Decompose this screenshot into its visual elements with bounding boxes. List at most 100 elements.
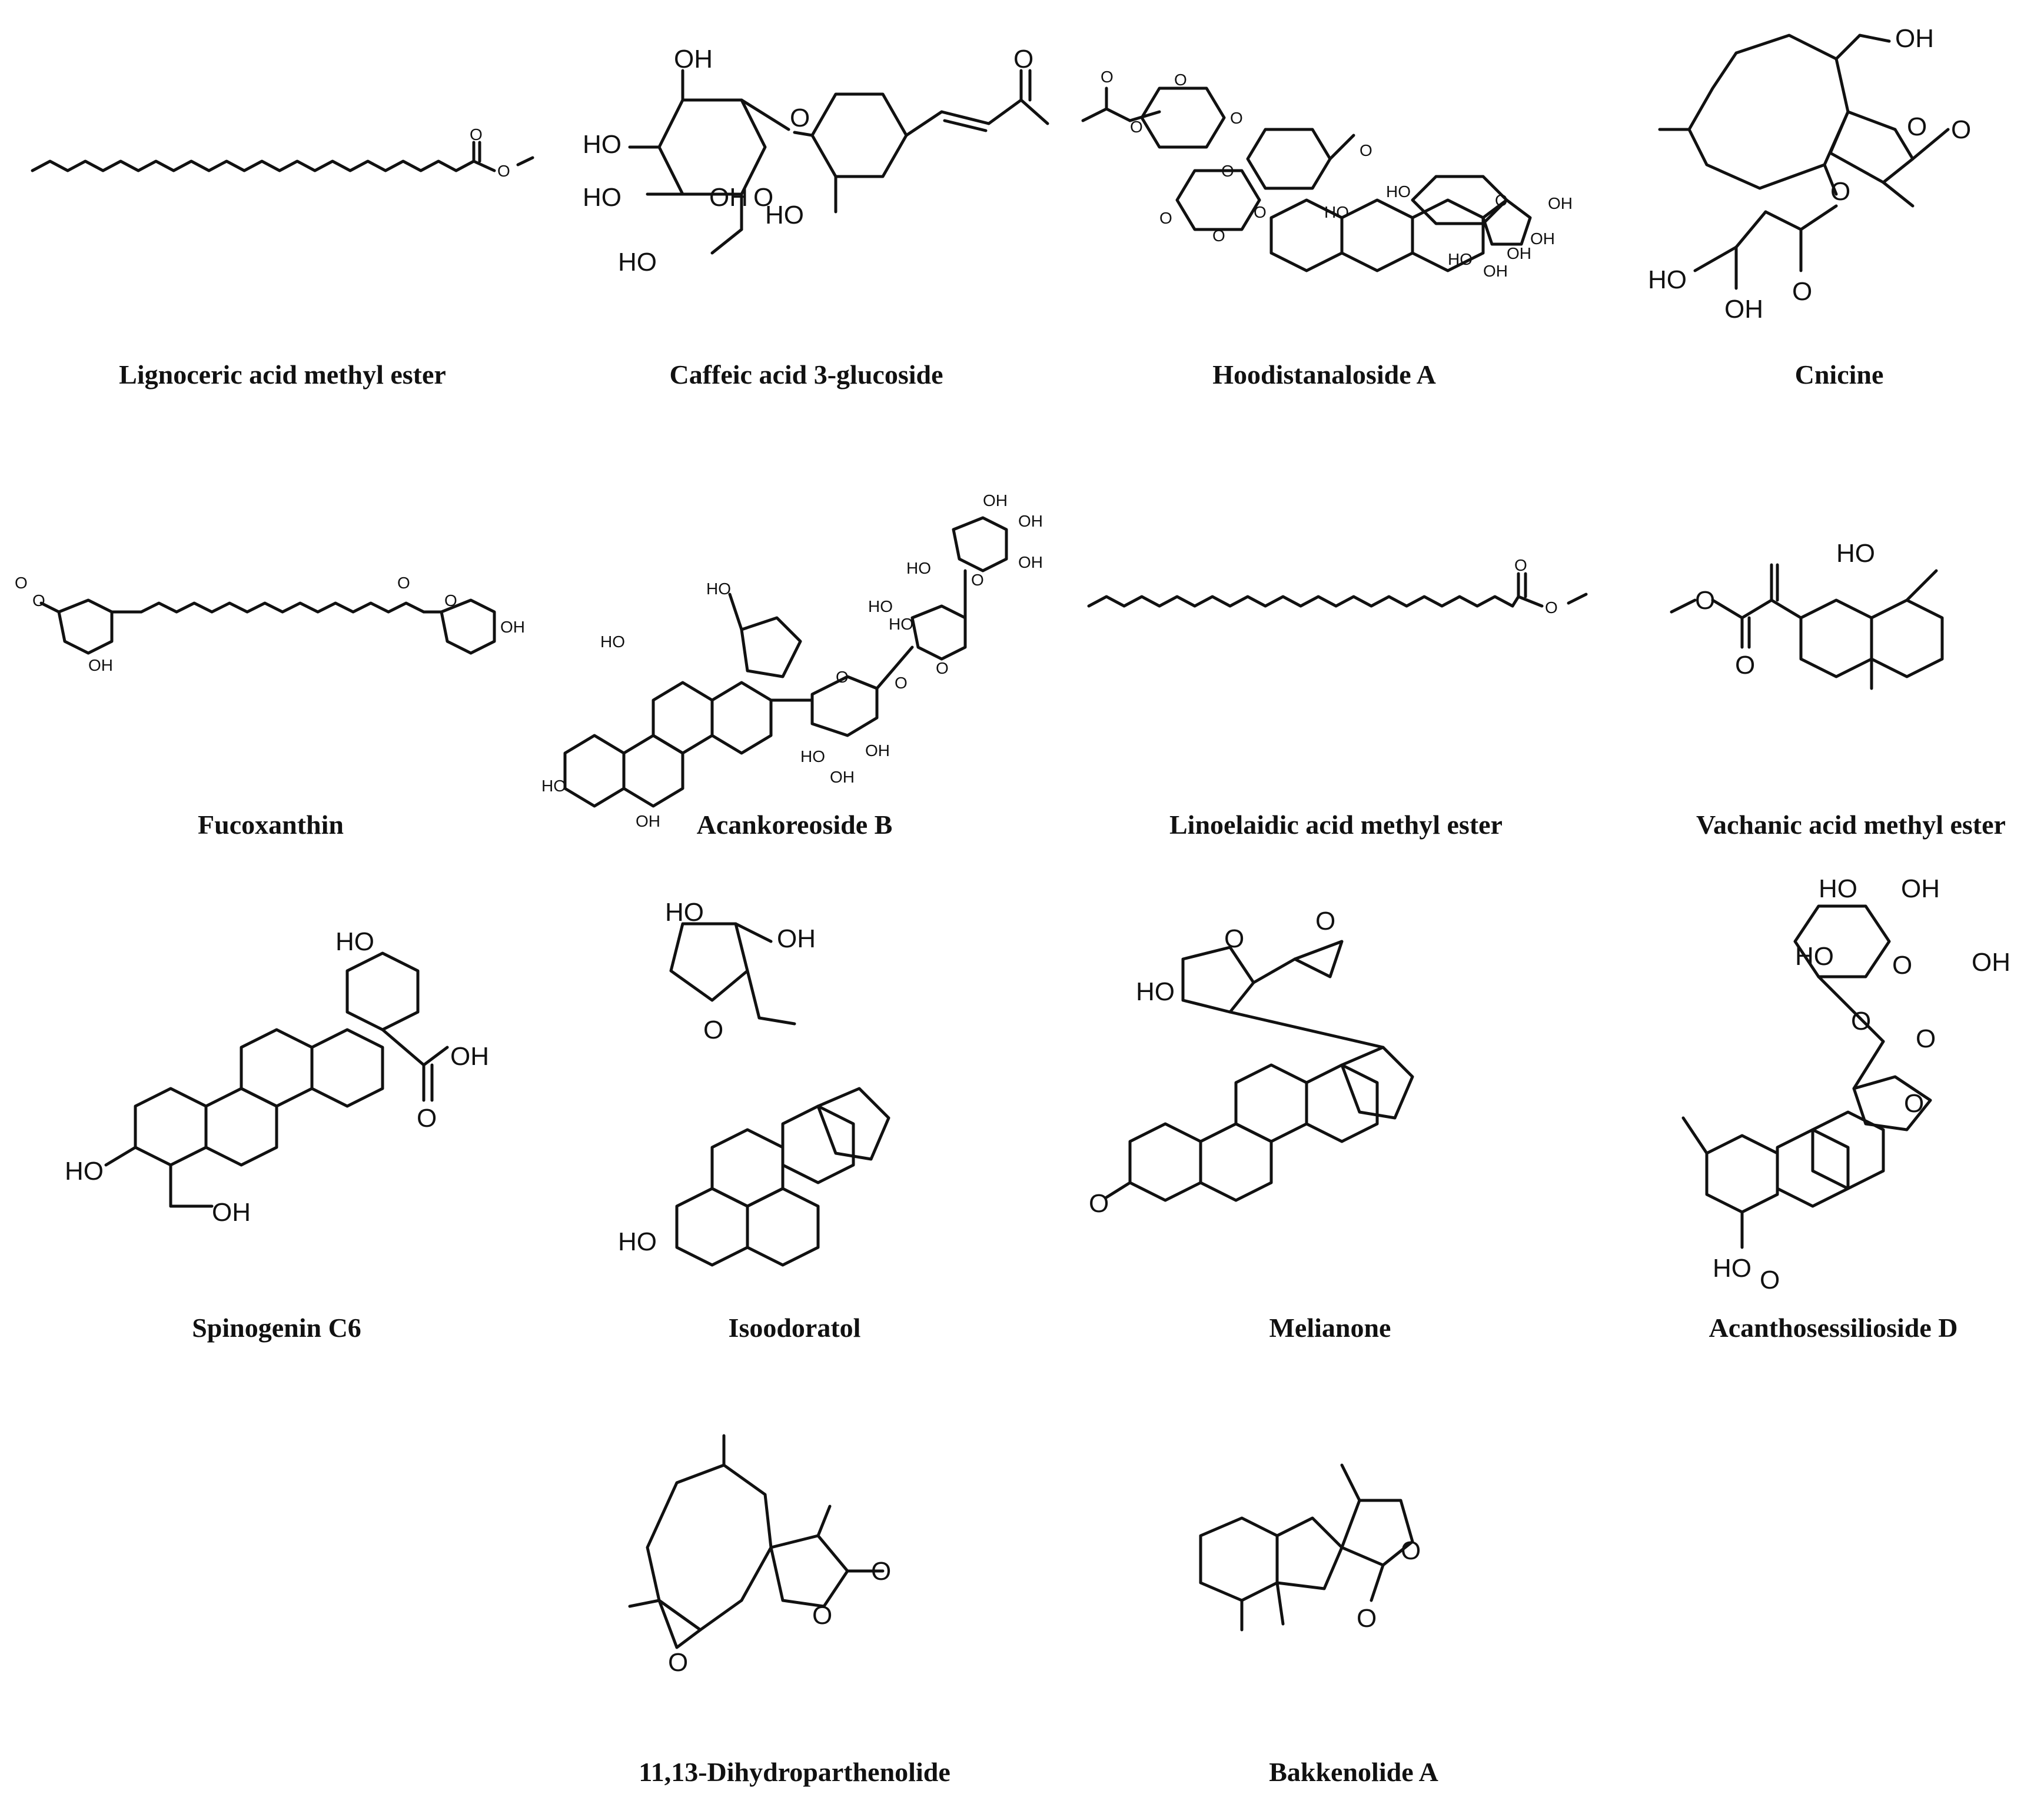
atom-label: O: [1904, 1089, 1924, 1118]
atom-label: O: [836, 668, 849, 686]
atom-label: O: [895, 674, 908, 692]
atom-label: HO: [868, 597, 893, 615]
atom-label: O: [497, 162, 510, 180]
compound-name: Isoodoratol: [728, 1313, 861, 1343]
atom-label: O: [444, 591, 457, 610]
compound-name: 11,13-Dihydroparthenolide: [639, 1757, 950, 1787]
compound-isoodoratol: HO OH O HO Isoodoratol: [565, 888, 1024, 1365]
atom-label: O: [417, 1104, 437, 1133]
structure-drawing: OH O O O O HO OH: [1648, 24, 1971, 324]
atom-label: HO: [1648, 265, 1687, 294]
atom-label: O: [1130, 118, 1143, 136]
structure-drawing: HO OH O HO: [618, 898, 890, 1267]
atom-label: HO: [65, 1157, 104, 1186]
atom-label: HO: [906, 559, 931, 577]
structure-drawing: HO OH HO OH O O O O HO O: [1681, 874, 2010, 1294]
atom-label: HO: [800, 747, 825, 765]
compound-spinogenin-c6: HO OH O HO OH Spinogenin C6: [35, 906, 518, 1365]
atom-label: HO: [583, 130, 621, 159]
compound-acanthosessilioside-d: HO OH HO OH O O O O HO O Acanthosessilio…: [1624, 871, 2042, 1365]
atom-label: O: [1174, 71, 1187, 89]
compound-name: Lignoceric acid methyl ester: [119, 360, 446, 390]
atom-label: O: [971, 571, 984, 589]
atom-label: HO: [765, 201, 804, 229]
atom-label: OH: [636, 812, 660, 830]
atom-label: HO: [889, 615, 913, 633]
atom-label: O: [32, 591, 45, 610]
atom-label: O: [1851, 1007, 1871, 1036]
atom-label: HO: [1795, 942, 1834, 971]
atom-label: O: [1916, 1024, 1936, 1053]
structure-drawing: O O: [1087, 556, 1588, 617]
atom-label: HO: [583, 183, 621, 212]
atom-label: OH: [1972, 948, 2010, 977]
atom-label: HO: [1386, 182, 1411, 201]
atom-label: HO: [1136, 977, 1175, 1006]
compound-name: Bakkenolide A: [1269, 1757, 1438, 1787]
atom-label: HO: [1836, 539, 1875, 568]
atom-label: HO: [1819, 874, 1857, 903]
atom-label: O: [1401, 1536, 1421, 1565]
atom-label: HO: [618, 248, 657, 277]
compound-melianone: O HO O O Melianone: [1083, 900, 1577, 1365]
atom-label: O: [1951, 115, 1971, 144]
compound-11-13-dihydroparthenolide: O O O 11,13-Dihydroparthenolide: [589, 1430, 1001, 1804]
compound-name: Spinogenin C6: [192, 1313, 361, 1343]
atom-label: O: [1545, 598, 1558, 617]
atom-label: HO: [706, 580, 731, 598]
atom-label: O: [1221, 162, 1234, 180]
compound-name: Melianone: [1269, 1313, 1391, 1343]
atom-label: O: [1101, 68, 1114, 86]
atom-label: O: [1735, 651, 1755, 680]
structure-drawing: O O: [31, 125, 534, 180]
atom-label: OH: [1724, 295, 1763, 324]
compound-name: Vachanic acid methyl ester: [1696, 810, 2006, 840]
structure-drawing: O O OH O O OH: [15, 574, 525, 674]
atom-label: O: [1224, 924, 1244, 953]
atom-label: O: [1254, 203, 1267, 221]
atom-label: O: [1089, 1189, 1109, 1218]
atom-label: O: [1495, 191, 1508, 209]
atom-label: HO: [600, 633, 625, 651]
atom-label: OH: [212, 1198, 251, 1227]
atom-label: HO: [541, 777, 566, 795]
atom-label: HO: [335, 927, 374, 956]
compound-linoelaidic-acid-methyl-ester: O O Linoelaidic acid methyl ester: [1083, 547, 1589, 859]
compound-cnicine: OH O O O O HO OH Cnicine: [1636, 12, 2042, 406]
atom-label: O: [1792, 277, 1812, 306]
atom-label: O: [1315, 907, 1335, 936]
atom-label: HO: [1324, 203, 1349, 221]
compound-name: Acankoreoside B: [696, 810, 893, 840]
atom-label: OH: [865, 741, 890, 760]
atom-label: O: [1830, 177, 1850, 206]
atom-label: HO: [618, 1227, 657, 1256]
atom-label: O: [790, 104, 810, 132]
structure-drawing: OH HO HO HO O O OH O HO: [583, 45, 1049, 277]
atom-label: OH: [1895, 24, 1934, 53]
atom-label: O: [1760, 1266, 1780, 1294]
compound-caffeic-acid-3-glucoside: OH HO HO HO O O OH O HO Caffeic acid 3-g…: [565, 35, 1049, 406]
compound-name: Fucoxanthin: [198, 810, 344, 840]
atom-label: HO: [665, 898, 704, 927]
atom-label: OH: [500, 618, 525, 636]
atom-label: O: [812, 1601, 832, 1630]
atom-label: O: [668, 1648, 688, 1677]
atom-label: O: [1212, 227, 1225, 245]
atom-label: O: [936, 659, 949, 677]
compound-hoodistanaloside-a: O O O O O O O O HO HO O O OH HO OH OH OH…: [1071, 41, 1577, 406]
structure-drawing: O HO O O: [1089, 907, 1414, 1218]
atom-label: O: [1907, 112, 1927, 141]
atom-label: OH: [983, 491, 1008, 510]
atom-label: OH: [830, 768, 855, 786]
atom-label: O: [1695, 586, 1715, 615]
atom-label: OH: [88, 656, 113, 674]
compound-name: Acanthosessilioside D: [1709, 1313, 1958, 1343]
atom-label: OH: [1548, 194, 1573, 212]
atom-label: O: [1230, 109, 1243, 127]
atom-label: O: [1360, 141, 1372, 159]
atom-label: OH: [1018, 512, 1043, 530]
structure-drawing: O O O: [628, 1434, 891, 1677]
atom-label: O: [470, 125, 483, 144]
structure-drawing: O O: [1199, 1463, 1421, 1633]
